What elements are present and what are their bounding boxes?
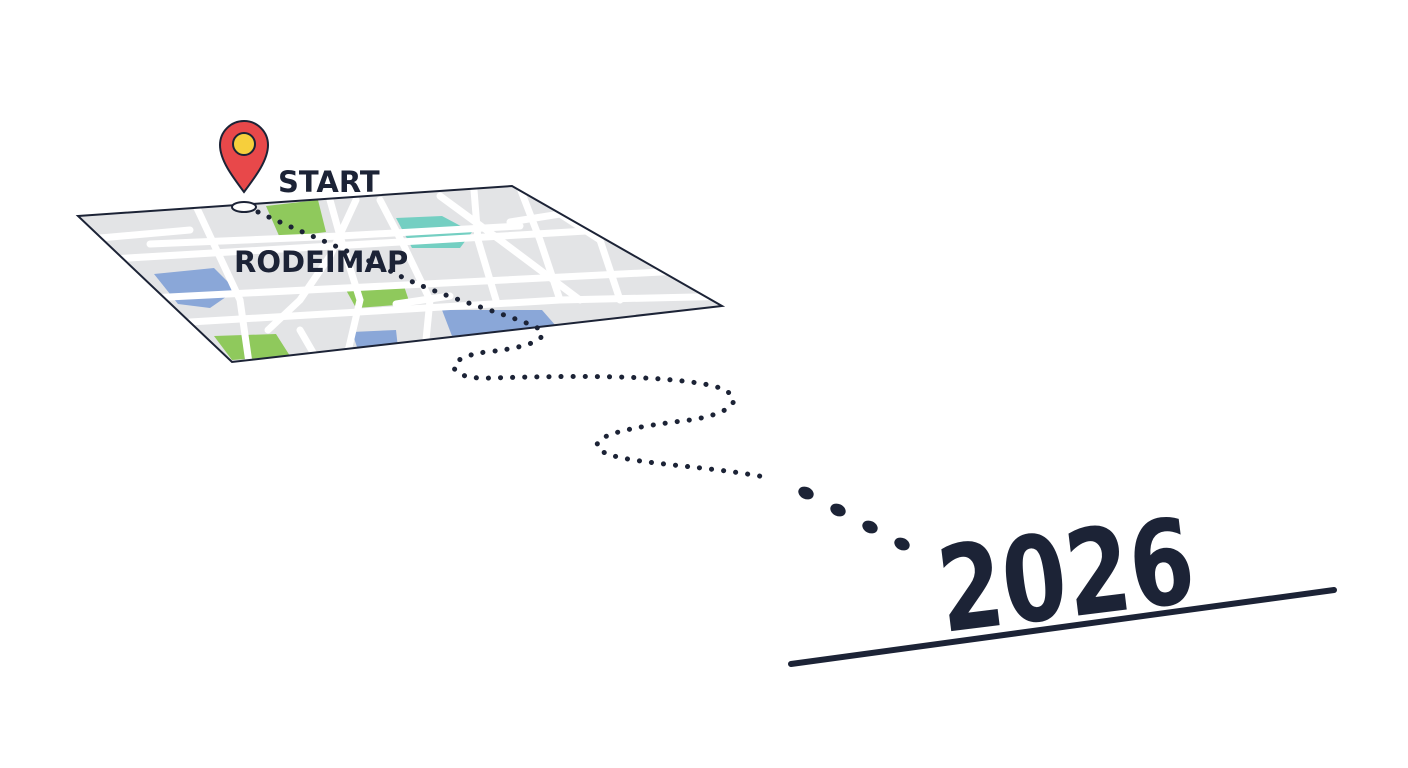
park-block	[266, 200, 326, 238]
ground-line	[788, 587, 1337, 667]
route-trail-dots	[798, 486, 910, 551]
goal-year: 2026	[931, 492, 1202, 659]
blue-block	[442, 310, 556, 336]
dotted-route	[255, 209, 773, 481]
trail-dot	[894, 537, 910, 551]
pin-body	[218, 120, 270, 194]
start-label: START	[278, 165, 380, 199]
map-title-label: RODEIMAP	[234, 245, 408, 279]
trail-dot	[830, 503, 846, 517]
park-block	[214, 334, 290, 360]
map-pin-icon	[218, 120, 270, 213]
pin-dot	[232, 132, 256, 156]
map-border	[75, 184, 726, 364]
pin-base-ring	[231, 201, 257, 213]
trail-dot	[862, 520, 878, 534]
trail-dot	[798, 486, 814, 500]
